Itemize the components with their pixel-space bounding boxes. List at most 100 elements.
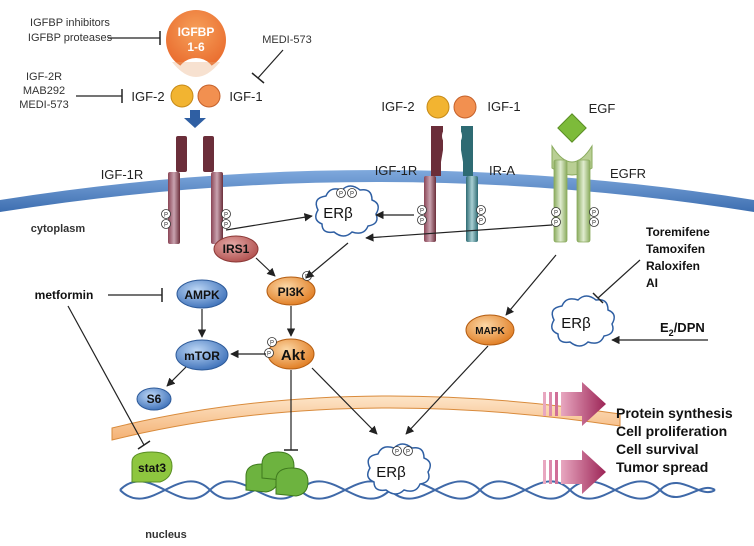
- inhibit-bar-serms: [592, 292, 604, 304]
- outcome-arrow-2: [543, 450, 606, 494]
- phospho-group-egfr: P P P P: [551, 207, 599, 227]
- phospho-akt-2: [264, 348, 274, 358]
- outcome-cell-survival: Cell survival: [616, 441, 699, 457]
- phospho-label: P: [420, 219, 424, 225]
- igfbp-body: [166, 10, 226, 70]
- igfbp-shadow: [172, 62, 220, 77]
- igf2-ligand-mid: [426, 95, 450, 119]
- e2-rest: /DPN: [674, 320, 705, 335]
- e2-main: E: [660, 320, 669, 335]
- label-igf2r: IGF-2R: [26, 71, 62, 83]
- igf1r-receptor-left: [168, 136, 223, 244]
- label-egf: EGF: [589, 101, 616, 116]
- label-igf1r-mid: IGF-1R: [375, 163, 418, 178]
- mtor-node: [175, 339, 229, 371]
- pi3k-label: PI3K: [278, 285, 305, 299]
- stat3-label: stat3: [138, 461, 166, 475]
- ampk-label: AMPK: [184, 288, 220, 302]
- arrow-egfr-erb: [365, 224, 553, 242]
- phospho-label: P: [592, 211, 596, 217]
- arrow-erb-pi3k: [305, 242, 349, 279]
- inhibit-bar-medi-top: [251, 72, 265, 84]
- label-igf1r-left: IGF-1R: [101, 167, 144, 182]
- arrow-mtor-s6: [166, 366, 187, 387]
- inhibit-line-medi-top: [257, 49, 284, 79]
- igfbp-label-line1: IGFBP: [178, 25, 215, 39]
- mapk-label: MAPK: [475, 326, 505, 337]
- phospho-label: P: [554, 211, 558, 217]
- igfbp-label-line2: 1-6: [187, 40, 205, 54]
- binding-arrow: [184, 110, 206, 128]
- erb-label-right: ERβ: [561, 315, 591, 332]
- dna-helix: [119, 480, 716, 500]
- phospho-label: P: [479, 219, 483, 225]
- outcome-arrow-1: [543, 382, 606, 426]
- label-igf1-mid: IGF-1: [487, 99, 520, 114]
- igf1-ligand-left: [197, 84, 221, 108]
- phospho-label: P: [395, 450, 399, 456]
- phospho-label: P: [554, 221, 558, 227]
- label-igf2-left: IGF-2: [131, 89, 164, 104]
- phospho-label: P: [479, 209, 483, 215]
- mapk-node: [465, 314, 515, 346]
- outcome-tumor-spread: Tumor spread: [616, 459, 708, 475]
- label-nucleus: nucleus: [145, 529, 187, 541]
- label-e2dpn: E2/DPN: [660, 320, 705, 338]
- erb-label-cytoplasm: ERβ: [323, 205, 353, 222]
- transcription-factor-cluster: [245, 451, 309, 497]
- egf-ligand: [557, 113, 587, 143]
- arrow-igf1r-erb: [225, 213, 313, 231]
- label-ira: IR-A: [489, 163, 515, 178]
- label-igfbp-inhibitors: IGFBP inhibitors: [30, 17, 110, 29]
- phospho-group-mid: P P P P: [417, 205, 486, 225]
- phospho-labels-left: P P P P: [164, 213, 228, 229]
- phospho-label: P: [164, 223, 168, 229]
- label-cytoplasm: cytoplasm: [31, 223, 86, 235]
- phospho-group: [161, 209, 231, 229]
- erb-label-nucleus: ERβ: [376, 464, 406, 481]
- phospho-akt-1: [267, 337, 277, 347]
- inhibit-bar-metformin-stat3: [137, 440, 151, 450]
- igf2-ligand-left: [170, 84, 194, 108]
- irs1-label: IRS1: [223, 242, 250, 256]
- arrow-akt-erb-nucleus: [311, 367, 378, 435]
- akt-label: Akt: [281, 347, 305, 364]
- phospho-label: P: [350, 192, 354, 198]
- phospho-label: P: [339, 192, 343, 198]
- label-medi573-left: MEDI-573: [19, 99, 69, 111]
- label-igf1-left: IGF-1: [229, 89, 262, 104]
- ampk-node: [176, 279, 228, 309]
- label-ai: AI: [646, 276, 658, 290]
- inhibit-line-serms: [597, 259, 641, 299]
- irs1-node: [213, 235, 259, 263]
- label-raloxifen: Raloxifen: [646, 259, 700, 273]
- outcome-cell-proliferation: Cell proliferation: [616, 423, 727, 439]
- e2-subscript: 2: [669, 328, 674, 338]
- igf1r-ira-hybrid-receptor: [424, 126, 478, 242]
- nuclear-membrane: [111, 395, 621, 441]
- s6-label: S6: [147, 392, 162, 406]
- phospho-label: P: [267, 352, 271, 358]
- phospho-label: P: [592, 221, 596, 227]
- s6-node: [136, 387, 172, 411]
- phospho-label: P: [270, 341, 274, 347]
- stat3-node: [131, 451, 173, 483]
- label-medi573-top: MEDI-573: [262, 34, 312, 46]
- igf1-ligand-mid: [453, 95, 477, 119]
- pathway-arrows: [166, 210, 708, 435]
- arrow-irs1-pi3k: [255, 257, 276, 277]
- label-igfbp-proteases: IGFBP proteases: [28, 32, 113, 44]
- erb-nucleus: P P: [367, 443, 431, 495]
- label-tamoxifen: Tamoxifen: [646, 242, 705, 256]
- label-mab292: MAB292: [23, 85, 65, 97]
- label-igf2-mid: IGF-2: [381, 99, 414, 114]
- phospho-label: P: [224, 213, 228, 219]
- phospho-label: P: [164, 213, 168, 219]
- phospho-label: P: [224, 223, 228, 229]
- phospho-label: P: [420, 209, 424, 215]
- arrow-mapk-erb-nucleus: [405, 345, 489, 435]
- arrow-egfr-mapk: [505, 254, 557, 316]
- label-toremifene: Toremifene: [646, 225, 710, 239]
